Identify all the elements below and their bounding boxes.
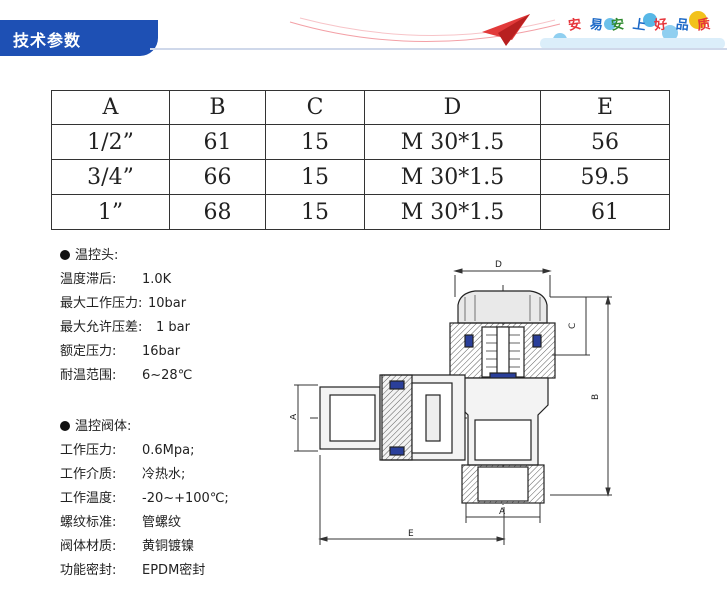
table-header-row: A B C D E (51, 90, 670, 125)
dim-label-a-bottom: A (499, 507, 506, 517)
slogan-char: 安 (610, 17, 626, 34)
spec-value: 1 bar (156, 320, 190, 335)
table-cell: M 30*1.5 (364, 159, 541, 195)
header-decoration (289, 11, 725, 49)
spec-value: 1.0K (142, 272, 172, 287)
spec-row: 额定压力: 16bar (60, 340, 192, 364)
table-cell: 3/4” (51, 159, 170, 195)
spec-row: 工作温度: -20~+100℃; (60, 487, 229, 511)
table-cell: 1” (51, 194, 170, 230)
spec-value: 6~28℃ (142, 368, 193, 383)
dim-label-c: C (568, 323, 578, 329)
spec-label: 工作压力: (60, 443, 117, 458)
spec-label: 耐温范围: (60, 368, 117, 383)
header-divider (150, 48, 727, 50)
table-cell: M 30*1.5 (364, 194, 541, 230)
table-cell: 15 (265, 124, 365, 160)
spec-row: 最大允许压差: 1 bar (60, 316, 192, 340)
table-cell: 59.5 (540, 159, 670, 195)
table-cell: 1/2” (51, 124, 170, 160)
dim-label-d: D (495, 260, 502, 270)
table-cell: M 30*1.5 (364, 124, 541, 160)
spec-row: 工作压力: 0.6Mpa; (60, 439, 229, 463)
table-header-cell: D (364, 90, 541, 125)
spec-value: 管螺纹 (142, 515, 182, 530)
slogan-char: 好 (653, 17, 669, 34)
section-title-bar: 技术参数 (0, 20, 158, 56)
spec-label: 螺纹标准: (60, 515, 117, 530)
spec-label: 最大工作压力: (60, 296, 143, 311)
section-heading: 温控头: (60, 244, 192, 268)
slogan: 安 易 安 上 好 品 质 (567, 14, 712, 34)
spec-value: EPDM密封 (142, 563, 206, 578)
valve-technical-drawing: D C B A A E (290, 260, 612, 545)
bullet-icon (60, 421, 70, 431)
spec-value: 冷热水; (142, 467, 186, 482)
slogan-char: 易 (588, 17, 604, 34)
section-title: 技术参数 (13, 31, 82, 50)
spec-label: 阀体材质: (60, 539, 117, 554)
spec-label: 工作温度: (60, 491, 117, 506)
table-header-cell: A (51, 90, 170, 125)
spec-row: 阀体材质: 黄铜镀镍 (60, 535, 229, 559)
spec-row: 温度滞后: 1.0K (60, 268, 192, 292)
spec-value: 10bar (148, 296, 187, 311)
table-cell: 66 (169, 159, 266, 195)
slogan-char: 质 (696, 17, 712, 34)
paper-plane-icon (482, 14, 530, 46)
spec-label: 工作介质: (60, 467, 117, 482)
table-cell: 56 (540, 124, 670, 160)
section-heading: 温控阀体: (60, 415, 229, 439)
section-heading-text: 温控头: (75, 248, 119, 263)
slogan-char: 安 (567, 17, 583, 34)
table-header-cell: C (265, 90, 365, 125)
section-heading-text: 温控阀体: (75, 419, 132, 434)
dim-label-e: E (408, 529, 414, 539)
spec-value: -20~+100℃; (142, 491, 229, 506)
table-row: 1” 68 15 M 30*1.5 61 (51, 194, 670, 230)
table-row: 3/4” 66 15 M 30*1.5 59.5 (51, 159, 670, 195)
table-header-cell: E (540, 90, 670, 125)
dim-label-b: B (591, 394, 601, 400)
table-cell: 61 (169, 124, 266, 160)
valve-body-specs: 温控阀体: 工作压力: 0.6Mpa; 工作介质: 冷热水; 工作温度: -20~+1… (60, 415, 229, 583)
spec-label: 温度滞后: (60, 272, 117, 287)
table-cell: 15 (265, 194, 365, 230)
dimension-table: A B C D E 1/2” 61 15 M 30*1.5 56 3/4” 66… (51, 90, 670, 230)
table-cell: 15 (265, 159, 365, 195)
bullet-icon (60, 250, 70, 260)
table-cell: 68 (169, 194, 266, 230)
spec-label: 功能密封: (60, 563, 117, 578)
table-row: 1/2” 61 15 M 30*1.5 56 (51, 124, 670, 160)
spec-row: 工作介质: 冷热水; (60, 463, 229, 487)
spec-row: 螺纹标准: 管螺纹 (60, 511, 229, 535)
dim-label-a-left: A (290, 413, 299, 420)
spec-row: 最大工作压力: 10bar (60, 292, 192, 316)
spec-value: 黄铜镀镍 (142, 539, 195, 554)
spec-value: 0.6Mpa; (142, 443, 195, 458)
spec-row: 功能密封: EPDM密封 (60, 559, 229, 583)
page-header: 技术参数 安 易 安 上 好 品 质 (0, 0, 727, 62)
spec-label: 最大允许压差: (60, 320, 143, 335)
spec-label: 额定压力: (60, 344, 117, 359)
spec-row: 耐温范围: 6~28℃ (60, 364, 192, 388)
table-cell: 61 (540, 194, 670, 230)
spec-value: 16bar (142, 344, 181, 359)
table-header-cell: B (169, 90, 266, 125)
thermostatic-head-specs: 温控头: 温度滞后: 1.0K 最大工作压力: 10bar 最大允许压差: 1 bar… (60, 244, 192, 388)
slogan-char: 品 (674, 17, 690, 34)
slogan-char: 上 (631, 17, 647, 34)
